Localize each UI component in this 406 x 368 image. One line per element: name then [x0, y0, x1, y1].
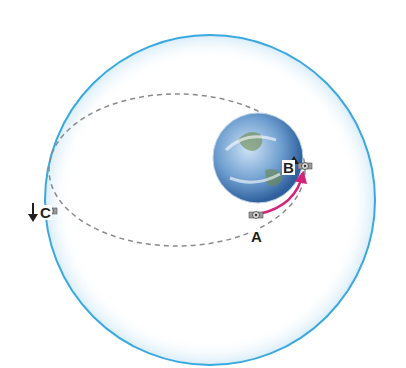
- point-label: C: [39, 205, 52, 220]
- point-label: B: [282, 160, 295, 175]
- transfer-orbit: [49, 94, 305, 246]
- direction-arrow-c: [28, 203, 38, 222]
- earth: [213, 113, 303, 203]
- point-label: A: [250, 229, 263, 244]
- satellite-b: [298, 163, 312, 170]
- satellite-a: [249, 212, 263, 219]
- transfer-burn-arrow: [259, 173, 303, 214]
- geostationary-orbit: [45, 35, 375, 365]
